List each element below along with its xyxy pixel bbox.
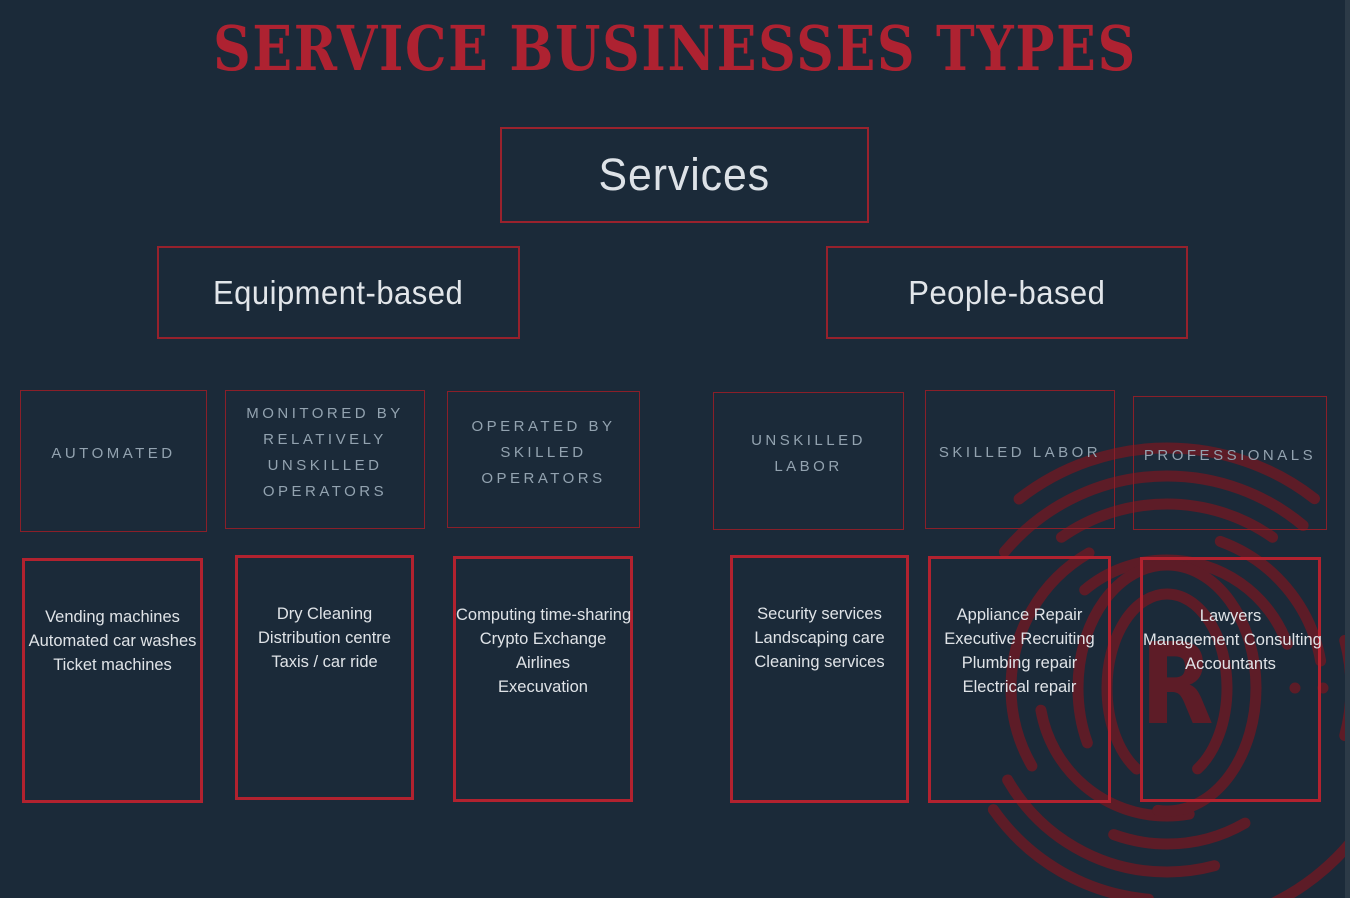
node-equipment-based: Equipment-based	[157, 246, 520, 339]
node-equipment-based-label: Equipment-based	[213, 273, 464, 311]
category-automated: AUTOMATED	[20, 390, 207, 532]
list-item: Electrical repair	[962, 678, 1077, 696]
category-monitored-by-unskilled-operators: MONITORED BY RELATIVELY UNSKILLED OPERAT…	[225, 390, 425, 529]
category-professionals: PROFESSIONALS	[1133, 396, 1327, 530]
list-item: Execuvation	[498, 678, 588, 696]
list-item: Taxis / car ride	[271, 653, 378, 671]
category-label: PROFESSIONALS	[1143, 447, 1317, 464]
category-unskilled-labor: UNSKILLED LABOR	[713, 392, 904, 530]
node-services: Services	[500, 127, 869, 223]
list-item: Crypto Exchange	[479, 630, 607, 648]
right-edge-artifact	[1345, 0, 1350, 898]
list-item: Accountants	[1185, 655, 1276, 673]
examples-professionals: Lawyers Management Consulting Accountant…	[1140, 557, 1322, 802]
list-item: Ticket machines	[53, 656, 172, 674]
list-item: Management Consulting	[1143, 631, 1322, 649]
list-item: Cleaning services	[754, 653, 885, 671]
examples-unskilled-labor: Security services Landscaping care Clean…	[730, 555, 909, 803]
list-item: Automated car washes	[28, 632, 197, 650]
category-operated-by-skilled-operators: OPERATED BY SKILLED OPERATORS	[447, 391, 640, 528]
category-skilled-labor: SKILLED LABOR	[925, 390, 1115, 529]
page-title: SERVICE BUSINESSES TYPES	[213, 12, 1137, 85]
list-item: Security services	[757, 605, 882, 623]
list-item: Executive Recruiting	[944, 630, 1095, 648]
examples-monitored-by-unskilled-operators: Dry Cleaning Distribution centre Taxis /…	[235, 555, 414, 800]
category-label: AUTOMATED	[51, 445, 176, 462]
list-item: Airlines	[515, 654, 571, 672]
node-services-label: Services	[598, 149, 771, 200]
list-item: Computing time-sharing	[456, 606, 632, 624]
node-people-based-label: People-based	[908, 273, 1106, 311]
examples-skilled-labor: Appliance Repair Executive Recruiting Pl…	[928, 556, 1111, 803]
examples-operated-by-skilled-operators: Computing time-sharing Crypto Exchange A…	[453, 556, 633, 802]
watermark-letter: R	[1140, 620, 1213, 750]
fingerprint-r-logo-watermark: R	[921, 442, 1350, 898]
list-item: Distribution centre	[258, 629, 391, 647]
node-people-based: People-based	[826, 246, 1188, 339]
list-item: Lawyers	[1199, 607, 1262, 625]
category-label: MONITORED BY RELATIVELY UNSKILLED OPERAT…	[246, 404, 404, 500]
list-item: Appliance Repair	[956, 606, 1083, 624]
list-item: Vending machines	[45, 608, 180, 626]
category-label: UNSKILLED LABOR	[751, 432, 866, 475]
examples-automated: Vending machines Automated car washes Ti…	[22, 558, 203, 803]
list-item: Dry Cleaning	[276, 605, 373, 623]
list-item: Plumbing repair	[961, 654, 1078, 672]
category-label: SKILLED LABOR	[938, 443, 1102, 461]
list-item: Landscaping care	[754, 629, 885, 647]
category-label: OPERATED BY SKILLED OPERATORS	[471, 417, 616, 487]
